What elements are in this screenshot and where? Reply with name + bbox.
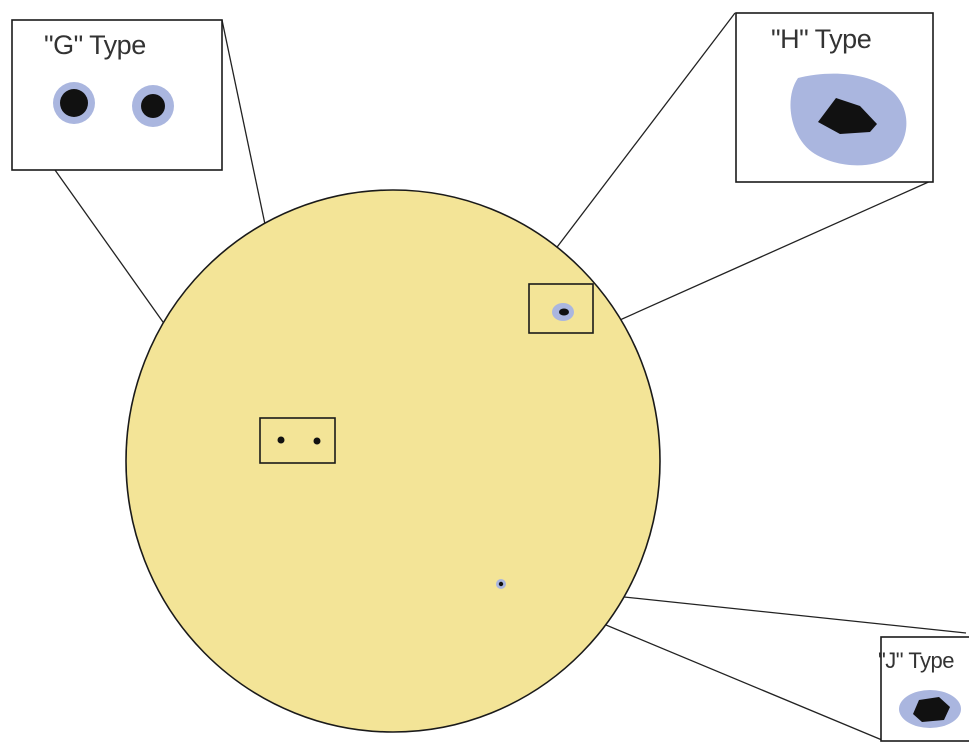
g-right-spot — [141, 94, 165, 118]
h-leader-line-top — [528, 12, 736, 285]
g-selection-box — [259, 417, 336, 464]
g-callout — [11, 19, 223, 171]
g-selection — [259, 417, 336, 464]
h-selection-box — [528, 283, 594, 334]
g-type-label: "G" Type — [44, 30, 146, 60]
sample-disc — [125, 189, 661, 733]
g-small-spot-right — [313, 437, 321, 445]
j-selection — [496, 579, 506, 589]
h-type-label: "H" Type — [771, 24, 872, 54]
h-small-spot — [559, 308, 569, 316]
h-spot — [818, 98, 877, 134]
j-type-label: "J" Type — [878, 648, 955, 673]
g-left-spot — [60, 89, 88, 117]
g-callout-box — [11, 19, 223, 171]
j-callout — [880, 636, 969, 742]
h-callout — [735, 12, 934, 183]
h-selection — [528, 283, 594, 334]
h-leader-line-bottom — [592, 179, 934, 333]
j-spot — [913, 697, 950, 722]
j-small-spot — [498, 581, 504, 587]
g-small-spot-left — [277, 436, 285, 444]
